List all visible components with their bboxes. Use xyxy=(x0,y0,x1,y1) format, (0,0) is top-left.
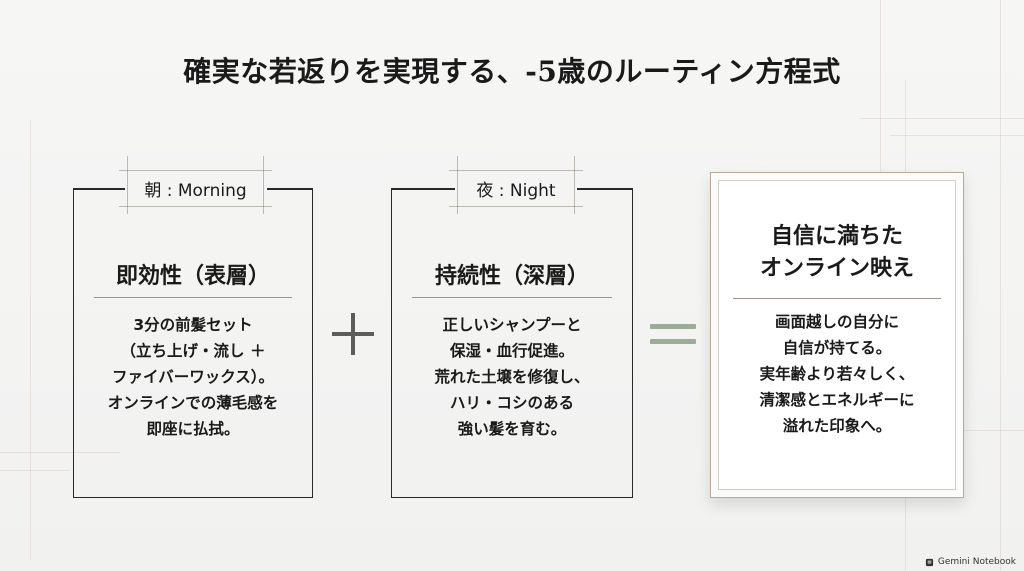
body-line: オンラインでの薄毛感を xyxy=(107,394,279,412)
morning-card: 朝 : Morning 即効性（表層） 3分の前髪セット （立ち上げ・流し ＋ … xyxy=(73,156,313,498)
decor-line xyxy=(960,430,1024,431)
night-card: 夜 : Night 持続性（深層） 正しいシャンプーと 保湿・血行促進。 荒れた… xyxy=(391,156,633,498)
heading-line: 自信に満ちた xyxy=(770,224,903,249)
body-line: 溢れた印象へ。 xyxy=(782,417,892,435)
decor-line xyxy=(0,470,70,471)
divider xyxy=(733,298,941,299)
divider xyxy=(94,297,292,298)
decor-line xyxy=(860,118,1024,119)
page-title: 確実な若返りを実現する、-5歳のルーティン方程式 xyxy=(183,55,841,88)
body-line: 清潔感とエネルギーに xyxy=(759,391,915,409)
decor-line xyxy=(30,120,31,560)
heading-line: オンライン映え xyxy=(759,256,914,281)
notebook-icon xyxy=(925,558,934,566)
tab-label: 夜 : Night xyxy=(476,180,556,201)
card-body: 3分の前髪セット （立ち上げ・流し ＋ ファイバーワックス）。 オンラインでの薄… xyxy=(74,312,312,442)
decor-line xyxy=(880,0,881,300)
body-line: （立ち上げ・流し ＋ xyxy=(120,342,266,360)
card-heading: 自信に満ちた オンライン映え xyxy=(719,221,955,285)
body-line: 強い髪を育む。 xyxy=(457,420,567,438)
result-card: 自信に満ちた オンライン映え 画面越しの自分に 自信が持てる。 実年齢より若々し… xyxy=(710,172,964,498)
body-line: 自信が持てる。 xyxy=(782,339,892,357)
decor-line xyxy=(1000,0,1001,571)
body-line: 保湿・血行促進。 xyxy=(449,342,574,360)
body-line: ハリ・コシのある xyxy=(449,394,574,412)
card-heading: 持続性（深層） xyxy=(434,264,589,289)
decor-line xyxy=(890,135,1024,136)
body-line: ファイバーワックス）。 xyxy=(112,368,274,386)
divider xyxy=(412,297,612,298)
card-body: 正しいシャンプーと 保湿・血行促進。 荒れた土壌を修復し、 ハリ・コシのある 強… xyxy=(392,312,632,442)
card-heading: 即効性（表層） xyxy=(115,264,270,289)
plus-sign xyxy=(332,313,374,355)
body-line: 荒れた土壌を修復し、 xyxy=(434,368,590,386)
card-body: 画面越しの自分に 自信が持てる。 実年齢より若々しく、 清潔感とエネルギーに 溢… xyxy=(719,309,955,439)
body-line: 3分の前髪セット xyxy=(133,316,253,334)
body-line: 実年齢より若々しく、 xyxy=(759,365,915,383)
body-line: 即座に払拭。 xyxy=(146,420,240,438)
footer-watermark: Gemini Notebook xyxy=(925,557,1016,567)
tab-label: 朝 : Morning xyxy=(144,180,247,201)
body-line: 正しいシャンプーと xyxy=(442,316,582,334)
tab-morning: 朝 : Morning xyxy=(119,156,272,214)
body-line: 画面越しの自分に xyxy=(774,313,899,331)
equals-sign xyxy=(650,322,696,346)
footer-label: Gemini Notebook xyxy=(937,557,1016,567)
tab-night: 夜 : Night xyxy=(449,156,583,214)
decor-line xyxy=(0,452,120,453)
